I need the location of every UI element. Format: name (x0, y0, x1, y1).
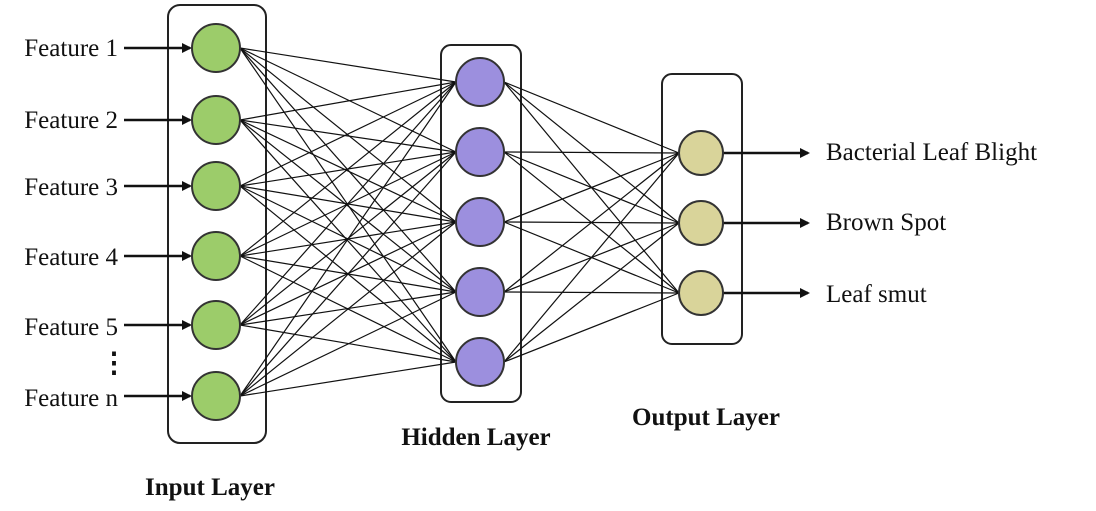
output-node-1 (678, 130, 724, 176)
connection-input-3-hidden-1 (239, 81, 457, 187)
connection-input-6-hidden-5 (239, 361, 457, 397)
connection-input-6-hidden-2 (239, 151, 457, 397)
input-layer-box (167, 4, 267, 444)
connection-hidden-5-output-2 (503, 222, 680, 363)
nodes (191, 23, 724, 421)
connection-hidden-3-output-1 (503, 152, 680, 223)
hidden-node-5 (455, 337, 505, 387)
output-arrows (723, 148, 810, 298)
input-node-4 (191, 231, 241, 281)
connection-input-6-hidden-1 (239, 81, 457, 397)
connection-input-4-hidden-1 (239, 81, 457, 257)
feature-label-n: Feature n (24, 385, 118, 412)
hidden-layer-title: Hidden Layer (401, 424, 550, 451)
hidden-node-4 (455, 267, 505, 317)
output-node-3 (678, 270, 724, 316)
connection-input-2-hidden-5 (239, 119, 457, 363)
connection-hidden-2-output-1 (503, 151, 680, 154)
input-node-1 (191, 23, 241, 73)
output-label-2: Brown Spot (826, 209, 946, 236)
hidden-node-2 (455, 127, 505, 177)
connection-input-6-hidden-3 (239, 221, 457, 397)
feature-label-2: Feature 2 (24, 107, 118, 134)
connection-input-1-hidden-5 (239, 47, 457, 363)
connection-input-5-hidden-1 (239, 81, 457, 326)
input-node-2 (191, 95, 241, 145)
input-node-5 (191, 300, 241, 350)
input-layer-title: Input Layer (145, 474, 275, 501)
output-node-2 (678, 200, 724, 246)
connection-hidden-4-output-1 (503, 152, 680, 293)
output-label-3: Leaf smut (826, 281, 927, 308)
hidden-layer-box (440, 44, 522, 403)
feature-label-3: Feature 3 (24, 174, 118, 201)
connections (239, 47, 680, 397)
input-arrows (124, 43, 192, 401)
hidden-node-1 (455, 57, 505, 107)
connection-input-2-hidden-2 (239, 119, 457, 153)
hidden-node-3 (455, 197, 505, 247)
connection-hidden-1-output-1 (503, 81, 680, 154)
connection-hidden-5-output-1 (503, 152, 680, 363)
input-node-6 (191, 371, 241, 421)
connection-hidden-5-output-3 (503, 292, 680, 363)
connection-input-2-hidden-1 (239, 81, 457, 121)
feature-label-5: Feature 5 (24, 314, 118, 341)
feature-label-1: Feature 1 (24, 35, 118, 62)
connection-input-6-hidden-4 (239, 291, 457, 397)
feature-label-4: Feature 4 (24, 244, 118, 271)
connection-input-1-hidden-1 (239, 47, 457, 83)
output-label-1: Bacterial Leaf Blight (826, 139, 1037, 166)
connection-input-2-hidden-4 (239, 119, 457, 293)
input-node-3 (191, 161, 241, 211)
feature-ellipsis: ⋮ (100, 348, 128, 379)
connection-input-2-hidden-3 (239, 119, 457, 223)
output-layer-title: Output Layer (632, 404, 780, 431)
